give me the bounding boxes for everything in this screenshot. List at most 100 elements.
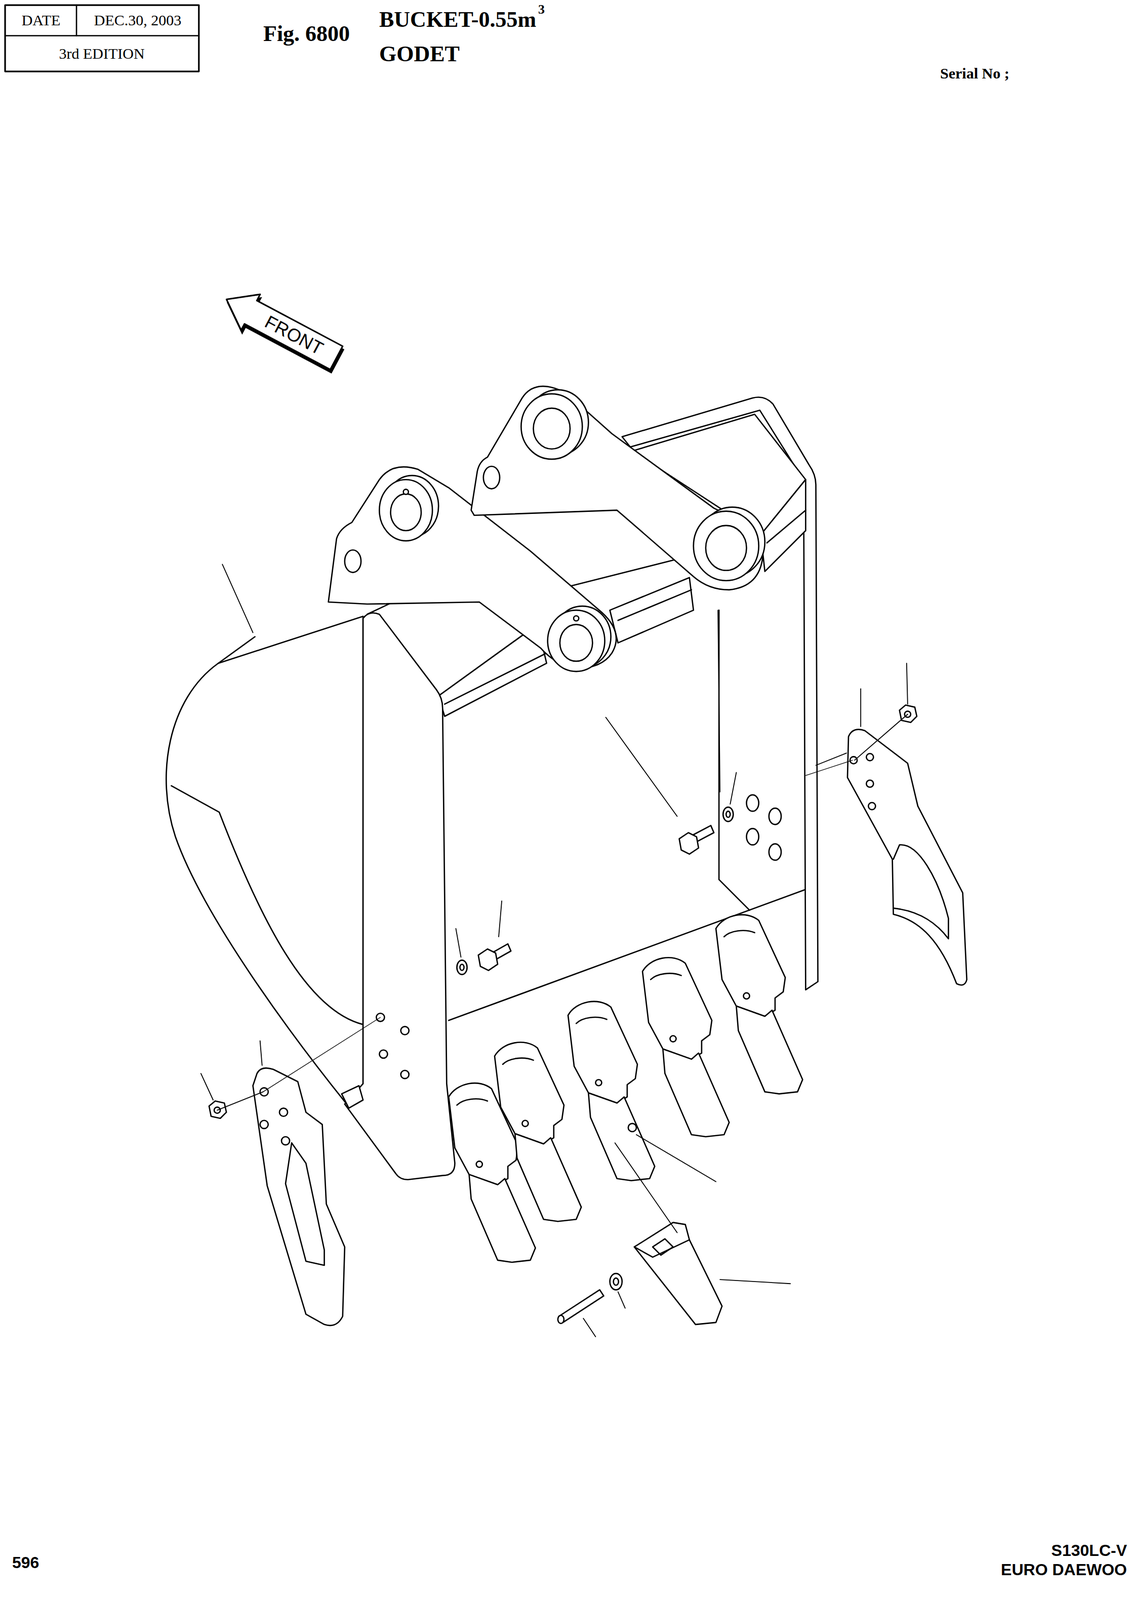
tooth-pin — [558, 1289, 604, 1322]
leader-line — [455, 928, 461, 957]
side-cutter — [866, 753, 874, 761]
leader-line — [200, 1073, 214, 1100]
subtitle: GODET — [379, 41, 460, 68]
bucket-shell — [218, 636, 256, 664]
bucket-tooth — [568, 1001, 655, 1181]
hex-bolt — [478, 825, 714, 970]
direction-arrow: FRONT — [215, 279, 348, 378]
side-cutter — [866, 780, 874, 788]
leader-line — [583, 1318, 596, 1337]
leader-line — [906, 663, 908, 705]
figure-title: BUCKET-0.55m — [379, 7, 537, 33]
table-cell: 3rd EDITION — [58, 45, 145, 63]
leader-line — [730, 772, 737, 804]
leader-line — [260, 1040, 263, 1066]
date-table — [75, 5, 78, 36]
bolt-hole — [769, 807, 782, 825]
bucket-lug — [483, 466, 500, 489]
arrow-outline — [217, 281, 347, 376]
figure-title: BUCKET-0.55m — [379, 7, 537, 32]
pin-boss — [403, 489, 409, 495]
bucket-tooth — [494, 1042, 582, 1222]
page-number: 596 — [12, 1553, 39, 1572]
leader-line — [618, 1291, 626, 1308]
serial-label: Serial No ; — [940, 64, 1010, 82]
washer — [610, 1273, 623, 1290]
side-cutter — [850, 756, 858, 764]
model-name: S130LC-V — [1051, 1541, 1127, 1560]
bucket-tooth — [642, 957, 730, 1137]
bucket-lug — [344, 549, 361, 573]
side-cutter — [285, 1142, 325, 1266]
washer — [613, 1277, 619, 1285]
bucket-tooth — [628, 1123, 637, 1132]
left-side-plate — [400, 1070, 410, 1079]
leader-line — [805, 759, 853, 776]
pin-boss — [693, 511, 759, 581]
side-cutter — [253, 729, 967, 1326]
leader-line — [636, 1134, 716, 1182]
cross-beam — [444, 653, 547, 705]
bolt-hole — [746, 828, 759, 845]
leader-line — [860, 688, 862, 727]
hex-nut — [899, 705, 917, 723]
table-cell: DEC.30, 2003 — [94, 11, 182, 29]
table-cell: 3rd EDITION — [58, 45, 145, 62]
washer — [456, 806, 734, 1290]
tooth-pin — [557, 1315, 564, 1324]
pin-boss — [559, 624, 593, 662]
tooth-tip — [634, 1239, 690, 1258]
side-cutter — [279, 1108, 288, 1117]
side-cutter — [847, 729, 967, 986]
leader-line — [854, 714, 908, 761]
left-side-plate — [400, 1026, 410, 1035]
hex-nut — [209, 705, 917, 1119]
page-number: 596 — [12, 1553, 39, 1572]
leader-line — [222, 563, 253, 633]
washer — [725, 811, 731, 818]
table-cell: DATE — [21, 11, 61, 29]
table-cell: DEC.30, 2003 — [94, 11, 182, 30]
bolt-hole — [769, 843, 782, 861]
side-cutter — [260, 1120, 269, 1129]
tooth-tip — [634, 1222, 722, 1325]
bucket-shell — [166, 616, 363, 1104]
bucket-lug — [328, 386, 763, 669]
left-side-plate — [341, 613, 456, 1180]
leader-line — [200, 563, 908, 1337]
subtitle: GODET — [379, 41, 460, 67]
left-side-plate — [379, 1049, 388, 1059]
superscript: 3 — [538, 2, 545, 18]
side-cutter — [868, 802, 876, 810]
bucket-back-wall — [718, 610, 750, 911]
bolt-hole — [746, 794, 782, 861]
washer — [460, 963, 465, 970]
serial-label: Serial No ; — [940, 64, 1010, 83]
leader-line — [615, 1142, 678, 1233]
tooth-tip — [634, 1222, 722, 1325]
pin-boss — [520, 393, 583, 460]
leader-line — [217, 1091, 264, 1110]
leader-line — [498, 901, 502, 938]
side-cutter — [893, 844, 949, 940]
washer — [456, 959, 467, 975]
bucket-tooth — [448, 914, 803, 1263]
pin-boss — [573, 615, 579, 621]
date-table — [5, 34, 199, 37]
bucket-lug — [471, 386, 763, 590]
washer — [722, 806, 734, 822]
pin-boss — [379, 389, 765, 672]
leader-line — [605, 717, 678, 817]
figure-number: Fig. 6800 — [263, 21, 350, 48]
side-cutter — [281, 1136, 290, 1145]
hex-bolt — [478, 948, 498, 970]
date-table — [5, 5, 199, 72]
pin-boss — [390, 493, 422, 531]
figure-number: Fig. 6800 — [263, 21, 350, 47]
left-side-plate — [341, 1085, 363, 1108]
pin-boss — [705, 525, 747, 571]
hex-bolt — [679, 832, 699, 854]
